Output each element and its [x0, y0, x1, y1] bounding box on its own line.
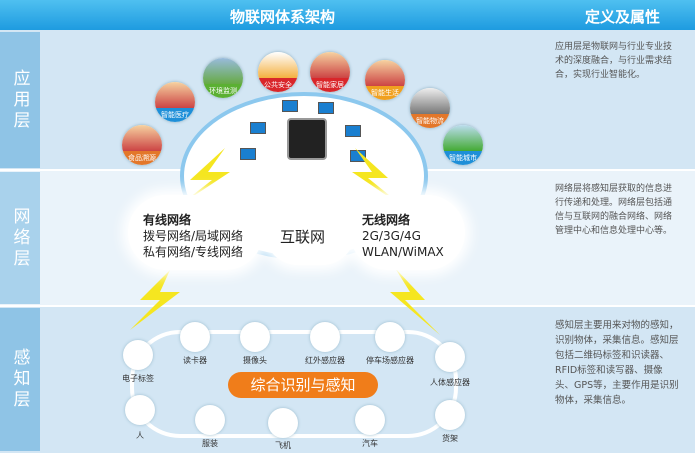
wireless-network-cloud — [350, 195, 465, 270]
device-label: 服装 — [202, 439, 218, 448]
device-icon-person — [125, 395, 155, 425]
computer-icon — [345, 125, 361, 137]
perception-description: 感知层主要用来对物的感知，识别物体，采集信息。感知层包括二维码标签和识读器、RF… — [555, 320, 679, 406]
internet-cloud — [265, 200, 355, 265]
lightning-bolts — [130, 148, 440, 335]
layer-label-perception: 感知层 — [0, 308, 40, 451]
device-label: 汽车 — [362, 439, 378, 448]
computer-icon — [240, 148, 256, 160]
diagram-title: 物联网体系架构 — [230, 8, 336, 26]
device-icon-parking-sensor — [375, 322, 405, 352]
lightning-icon — [180, 148, 230, 205]
app-smart-home: 智能家居 — [310, 52, 350, 92]
header-bar — [0, 0, 695, 30]
device-icon-electronic-tag — [123, 340, 153, 370]
layer-label-application: 应用层 — [0, 32, 40, 168]
device-label: 人体感应器 — [430, 378, 470, 387]
wired-network-cloud — [128, 195, 263, 270]
application-description: 应用层是物联网与行业专业技术的深度融合，与行业需求结合，实现行业智能化。 — [555, 42, 673, 80]
device-icon-car — [355, 405, 385, 435]
layer-label-network: 网络层 — [0, 172, 40, 304]
app-public-safety: 公共安全 — [258, 52, 298, 92]
device-icon-camera — [240, 322, 270, 352]
app-smart-life: 智能生活 — [365, 60, 405, 100]
wireless-line: WLAN/WiMAX — [362, 245, 444, 259]
app-food-traceability: 食品溯源 — [122, 125, 162, 165]
computer-icon — [318, 102, 334, 114]
computer-icon — [350, 150, 366, 162]
wired-line: 私有网络/专线网络 — [143, 245, 244, 259]
app-smart-logistics: 智能物流 — [410, 88, 450, 128]
device-label: 电子标签 — [122, 374, 154, 383]
lightning-icon — [352, 148, 405, 208]
computer-icon — [250, 122, 266, 134]
device-label: 飞机 — [275, 441, 291, 450]
definition-heading: 定义及属性 — [585, 8, 661, 26]
device-icon-clothing — [195, 405, 225, 435]
device-label: 读卡器 — [183, 356, 207, 365]
wired-network-text: 有线网络 拨号网络/局域网络 私有网络/专线网络 — [143, 212, 243, 260]
computer-icon — [282, 100, 298, 112]
wireless-title: 无线网络 — [362, 213, 411, 227]
wireless-line: 2G/3G/4G — [362, 229, 421, 243]
wireless-network-text: 无线网络 2G/3G/4G WLAN/WiMAX — [362, 212, 444, 260]
device-icon-shelf — [435, 400, 465, 430]
divider — [0, 305, 695, 307]
perception-center-label: 综合识别与感知 — [228, 372, 378, 398]
device-icon-infrared-sensor — [310, 322, 340, 352]
device-label: 摄像头 — [243, 356, 267, 365]
device-label: 人 — [136, 431, 144, 440]
device-icon-body-sensor — [435, 342, 465, 372]
lightning-icon — [130, 270, 180, 330]
device-label: 停车场感应器 — [366, 356, 414, 365]
device-icon-airplane — [268, 408, 298, 438]
device-ring — [130, 330, 458, 438]
network-description: 网络层将感知层获取的信息进行传递和处理。网络层包括通信与互联网的融合网络、网络管… — [555, 184, 673, 236]
device-label: 红外感应器 — [305, 356, 345, 365]
app-smart-medical: 智能医疗 — [155, 82, 195, 122]
app-smart-city: 智能城市 — [443, 125, 483, 165]
wired-line: 拨号网络/局域网络 — [143, 229, 244, 243]
device-icon-card-reader — [180, 322, 210, 352]
app-environment-monitoring: 环境监测 — [203, 58, 243, 98]
server-icon — [287, 118, 327, 160]
device-label: 货架 — [442, 434, 458, 443]
wired-title: 有线网络 — [143, 213, 192, 227]
internet-label: 互联网 — [280, 228, 326, 246]
